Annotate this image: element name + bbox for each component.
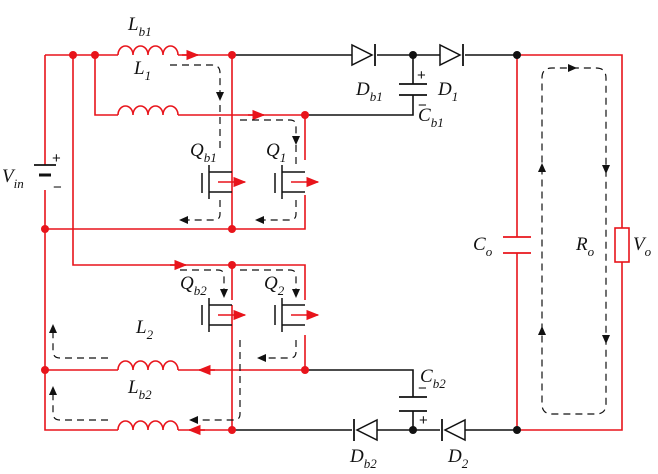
cb2-plus-sign: + (419, 412, 428, 429)
mosfet-qb1 (201, 165, 247, 199)
diode-db2 (353, 418, 378, 442)
label-db2: Db2 (349, 446, 377, 471)
load-resistor-ro (614, 227, 630, 263)
mosfet-qb2 (201, 298, 247, 332)
cb1-minus-sign: − (418, 97, 427, 114)
label-l1: L1 (133, 58, 151, 83)
junction-dots (41, 51, 521, 434)
label-db1: Db1 (355, 79, 383, 104)
label-cb1: Cb1 (418, 105, 444, 130)
label-cb2: Cb2 (420, 366, 446, 391)
label-vo: Vo (633, 234, 652, 259)
label-lb1: Lb1 (127, 14, 152, 39)
diode-d2 (441, 418, 466, 442)
label-ro: Ro (575, 234, 595, 259)
red-current-path (44, 54, 623, 431)
capacitor-co (503, 236, 531, 254)
vin-plus-sign: + (52, 150, 61, 167)
label-qb1: Qb1 (190, 140, 217, 165)
current-direction-arrows (170, 49, 266, 436)
label-lb2: Lb2 (127, 377, 152, 402)
vin-minus-sign: − (53, 179, 62, 196)
diode-db1 (351, 43, 376, 67)
cb1-plus-sign: + (417, 67, 426, 84)
mosfet-q1 (274, 165, 320, 199)
inductor-lb2 (117, 420, 179, 431)
inductor-lb1 (117, 45, 179, 56)
label-vin: Vin (2, 166, 24, 191)
capacitor-cb1 (399, 83, 427, 96)
input-source-vin (34, 164, 56, 177)
inductor-l1 (117, 105, 179, 116)
label-qb2: Qb2 (180, 273, 207, 298)
cb2-minus-sign: − (418, 380, 427, 397)
label-l2: L2 (135, 317, 154, 342)
inductor-l2 (117, 360, 179, 371)
diode-d1 (439, 43, 464, 67)
label-q1: Q1 (266, 140, 286, 165)
label-q2: Q2 (264, 273, 285, 298)
dashed-current-loops (49, 64, 610, 424)
label-d1: D1 (437, 79, 458, 104)
black-wires (232, 54, 517, 431)
capacitor-cb2 (399, 396, 427, 412)
label-d2: D2 (447, 446, 469, 471)
mosfet-q2 (274, 298, 320, 332)
label-co: Co (473, 234, 493, 259)
